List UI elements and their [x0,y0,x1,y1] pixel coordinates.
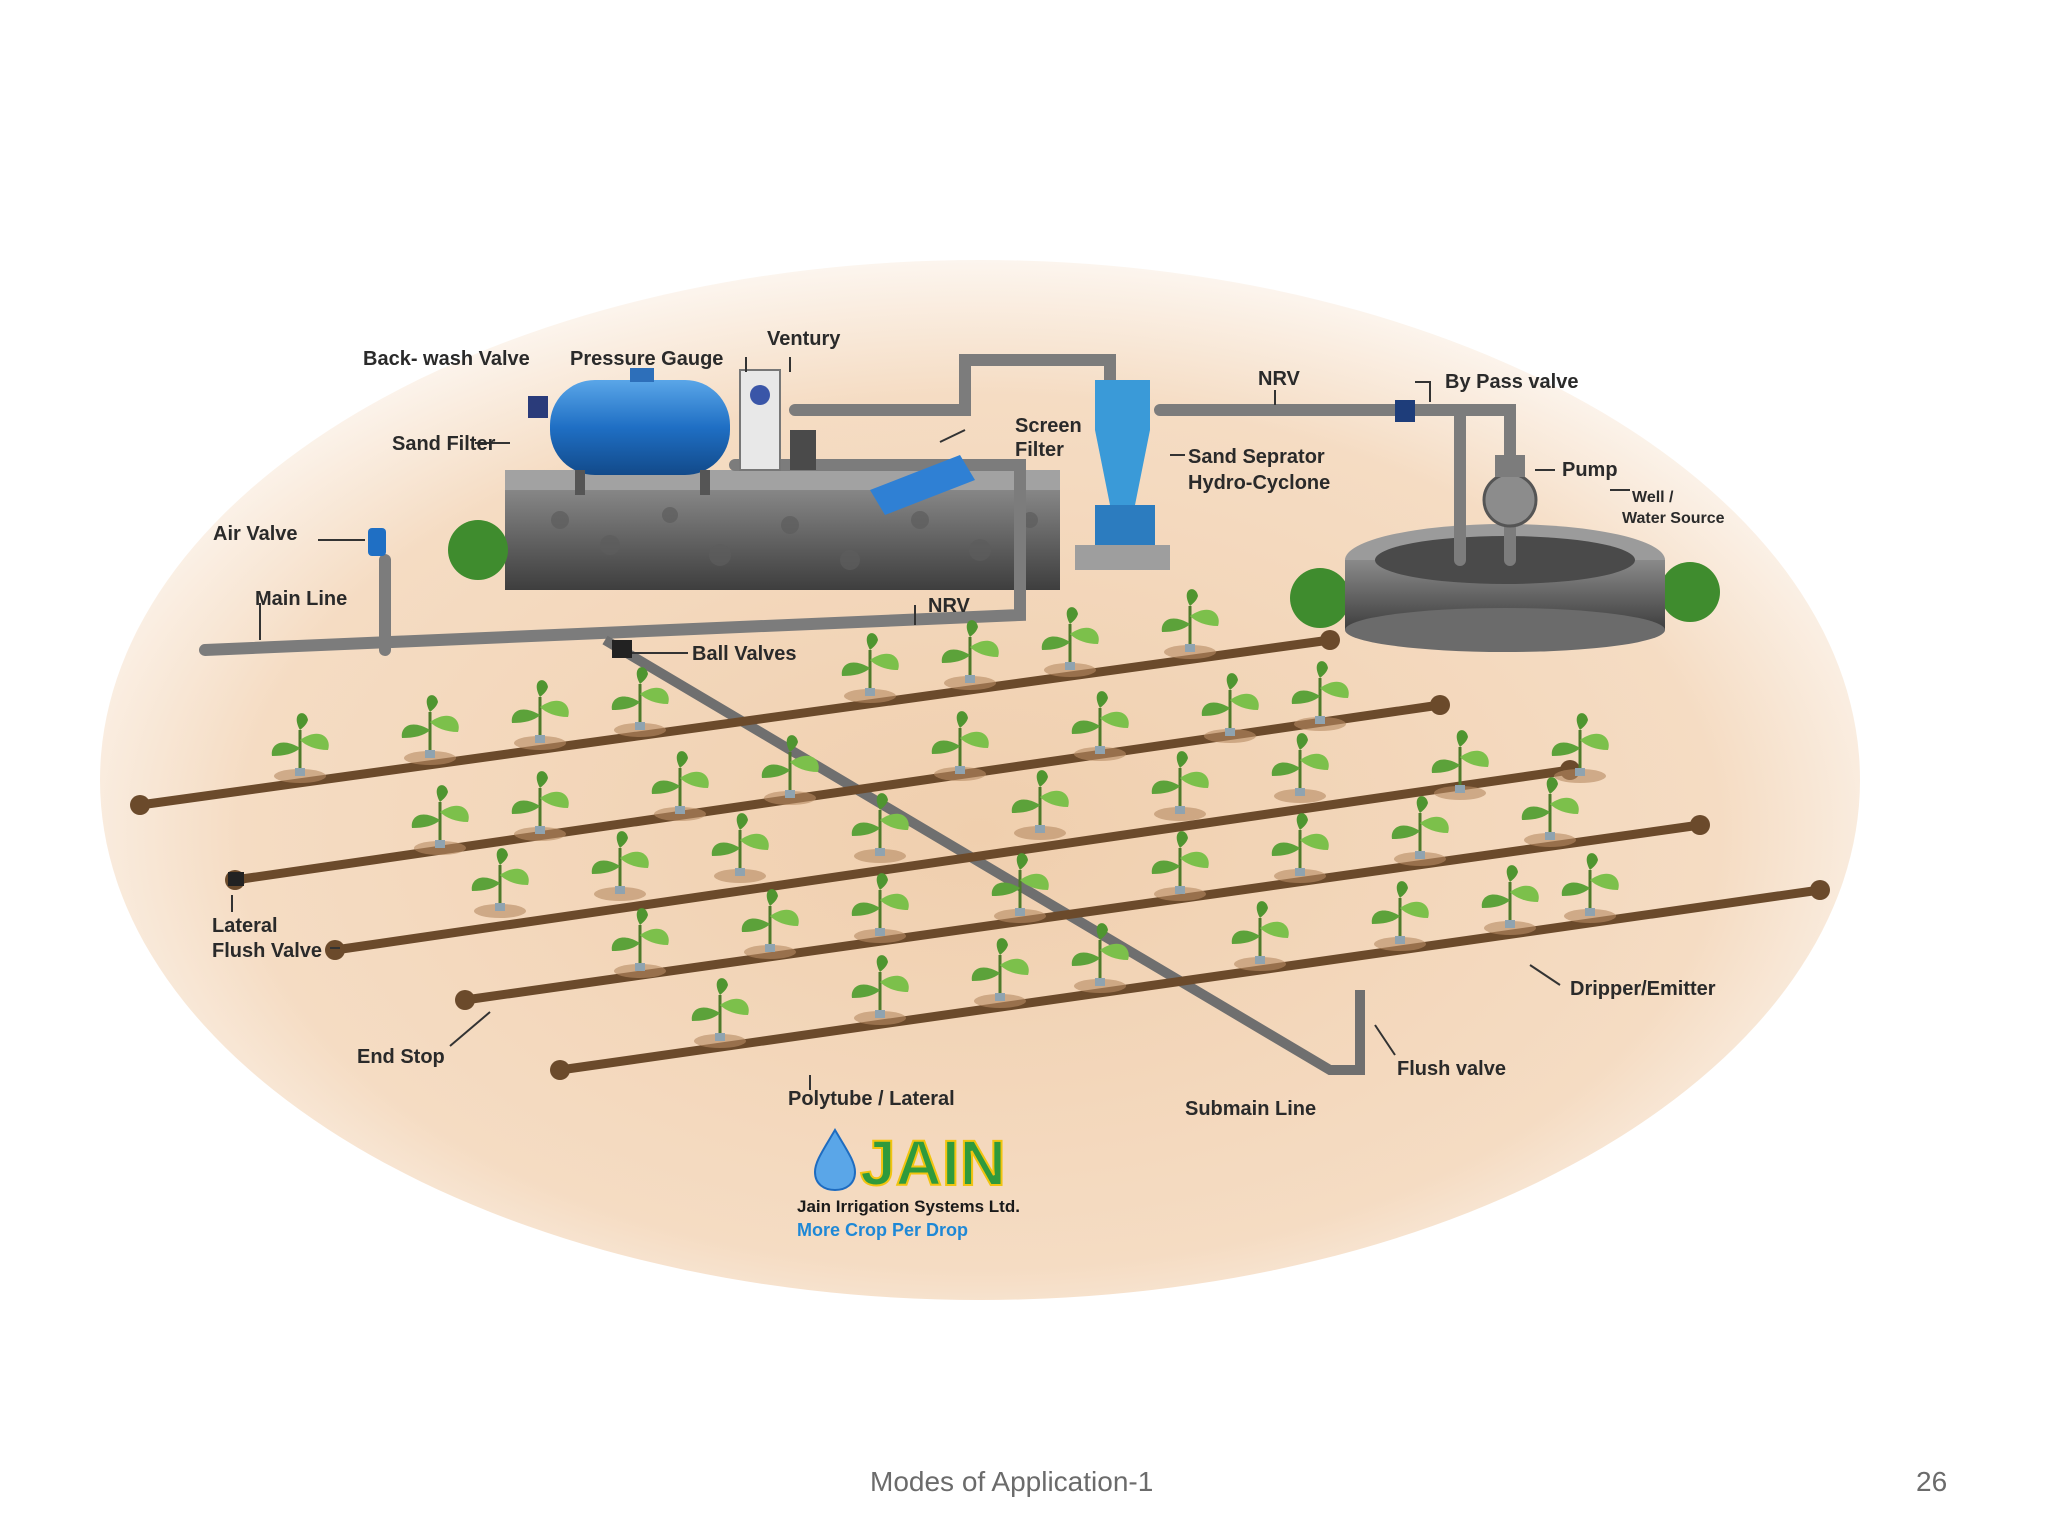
label-lateral-flush-1: Lateral [212,915,278,937]
label-pump: Pump [1562,459,1618,481]
venturi-unit [739,369,816,471]
pump [1482,455,1538,528]
water-drop-icon [813,1128,857,1192]
air-valve [368,528,386,556]
label-nrv-top: NRV [1258,368,1301,390]
label-sand-separator-2: Hydro-Cyclone [1188,472,1330,494]
diagram-labels: Back- wash Valve Pressure Gauge Ventury … [212,328,1725,1120]
label-main-line: Main Line [255,588,347,610]
label-sand-filter: Sand Filter [392,433,496,455]
bypass-valve [1395,400,1415,422]
backwash-valve [528,396,548,418]
label-flush-valve: Flush valve [1397,1058,1506,1080]
label-lateral-flush-2: Flush Valve [212,940,322,962]
label-submain: Submain Line [1185,1098,1316,1120]
label-polytube: Polytube / Lateral [788,1088,955,1110]
leader-lines [231,357,1630,1090]
label-sand-separator-1: Sand Seprator [1188,446,1325,468]
label-venturi: Ventury [767,328,841,350]
logo-brand: JAIN [860,1127,1006,1199]
label-dripper: Dripper/Emitter [1570,978,1716,1000]
label-bypass-valve: By Pass valve [1445,371,1578,393]
hydro-cyclone [1075,380,1170,570]
shrubs [448,520,1720,628]
label-screen-filter-2: Filter [1015,439,1064,461]
screen-filter [870,455,975,515]
label-nrv-low: NRV [928,595,971,617]
label-well-2: Water Source [1622,510,1725,527]
ball-valve [612,640,632,658]
label-screen-filter-1: Screen [1015,415,1082,437]
label-air-valve: Air Valve [213,523,298,545]
logo-company: Jain Irrigation Systems Ltd. [797,1197,1020,1216]
jain-logo: JAIN Jain Irrigation Systems Ltd. More C… [797,1126,1020,1240]
sand-filter-tank [550,368,730,495]
footer-title: Modes of Application-1 [870,1466,1154,1497]
label-end-stop: End Stop [357,1046,445,1068]
slide-number: 26 [1916,1466,1948,1497]
label-backwash-valve: Back- wash Valve [363,348,530,370]
label-pressure-gauge: Pressure Gauge [570,348,723,370]
filter-platform [505,470,1060,590]
label-well-1: Well / [1632,489,1674,506]
lateral-flush-valve [228,872,244,886]
logo-tagline: More Crop Per Drop [797,1220,968,1240]
label-ball-valves: Ball Valves [692,643,797,665]
